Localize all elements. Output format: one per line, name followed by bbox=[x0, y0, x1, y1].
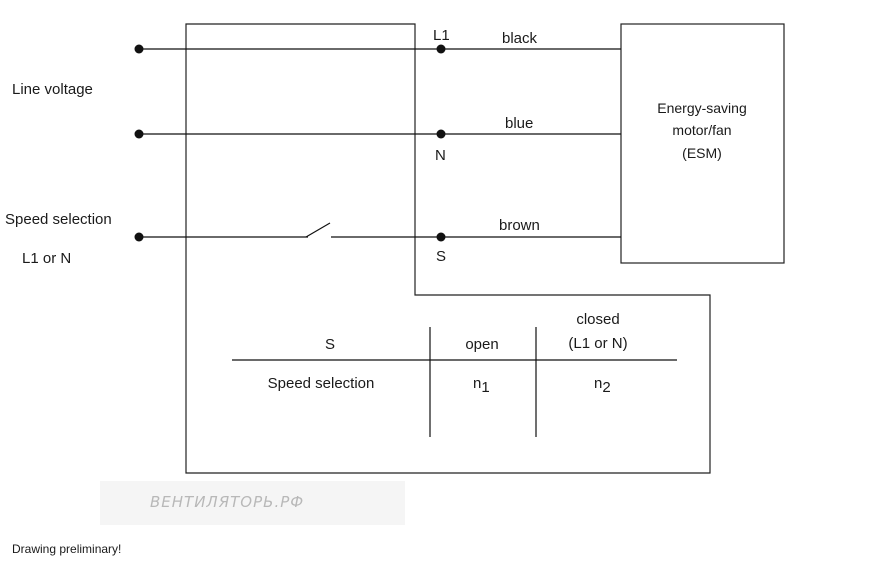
table-header-closed: closed bbox=[576, 311, 619, 328]
wire-label-blue: blue bbox=[505, 115, 533, 132]
speed-n2-sub: 2 bbox=[602, 379, 610, 396]
table-header-open: open bbox=[465, 336, 498, 353]
speed-n1-base: n bbox=[473, 375, 481, 392]
watermark-logo: ВЕНТИЛЯТОРЬ.РФ bbox=[150, 493, 304, 511]
terminal-label-l1: L1 bbox=[433, 27, 450, 44]
terminal-dot-n bbox=[436, 129, 446, 139]
input-dot-l1 bbox=[134, 44, 144, 54]
table-header-s: S bbox=[325, 336, 335, 353]
terminal-label-s: S bbox=[436, 248, 446, 265]
motor-label-line1: Energy-saving bbox=[657, 100, 747, 116]
wire-label-black: black bbox=[502, 30, 538, 47]
wire-label-brown: brown bbox=[499, 217, 540, 234]
l1-or-n-label: L1 or N bbox=[22, 250, 71, 267]
table-header-closed-sub: (L1 or N) bbox=[568, 335, 627, 352]
motor-box bbox=[620, 23, 785, 264]
terminal-label-n: N bbox=[435, 147, 446, 164]
terminal-dot-s bbox=[436, 232, 446, 242]
speed-n2: n2 bbox=[594, 375, 611, 396]
input-dot-s bbox=[134, 232, 144, 242]
speed-n2-base: n bbox=[594, 375, 602, 392]
input-dot-n bbox=[134, 129, 144, 139]
watermark-band bbox=[100, 481, 405, 525]
speed-selection-label: Speed selection bbox=[5, 211, 112, 228]
switch-blade bbox=[305, 222, 331, 238]
terminal-dot-l1 bbox=[436, 44, 446, 54]
housing-outline bbox=[185, 23, 711, 474]
speed-n1-sub: 1 bbox=[481, 379, 489, 396]
footer-note: Drawing preliminary! bbox=[12, 542, 121, 556]
speed-n1: n1 bbox=[473, 375, 490, 396]
motor-label-line2: motor/fan bbox=[672, 122, 731, 138]
motor-label-line3: (ESM) bbox=[682, 145, 722, 161]
line-voltage-label: Line voltage bbox=[12, 81, 93, 98]
table-row-label: Speed selection bbox=[268, 375, 375, 392]
